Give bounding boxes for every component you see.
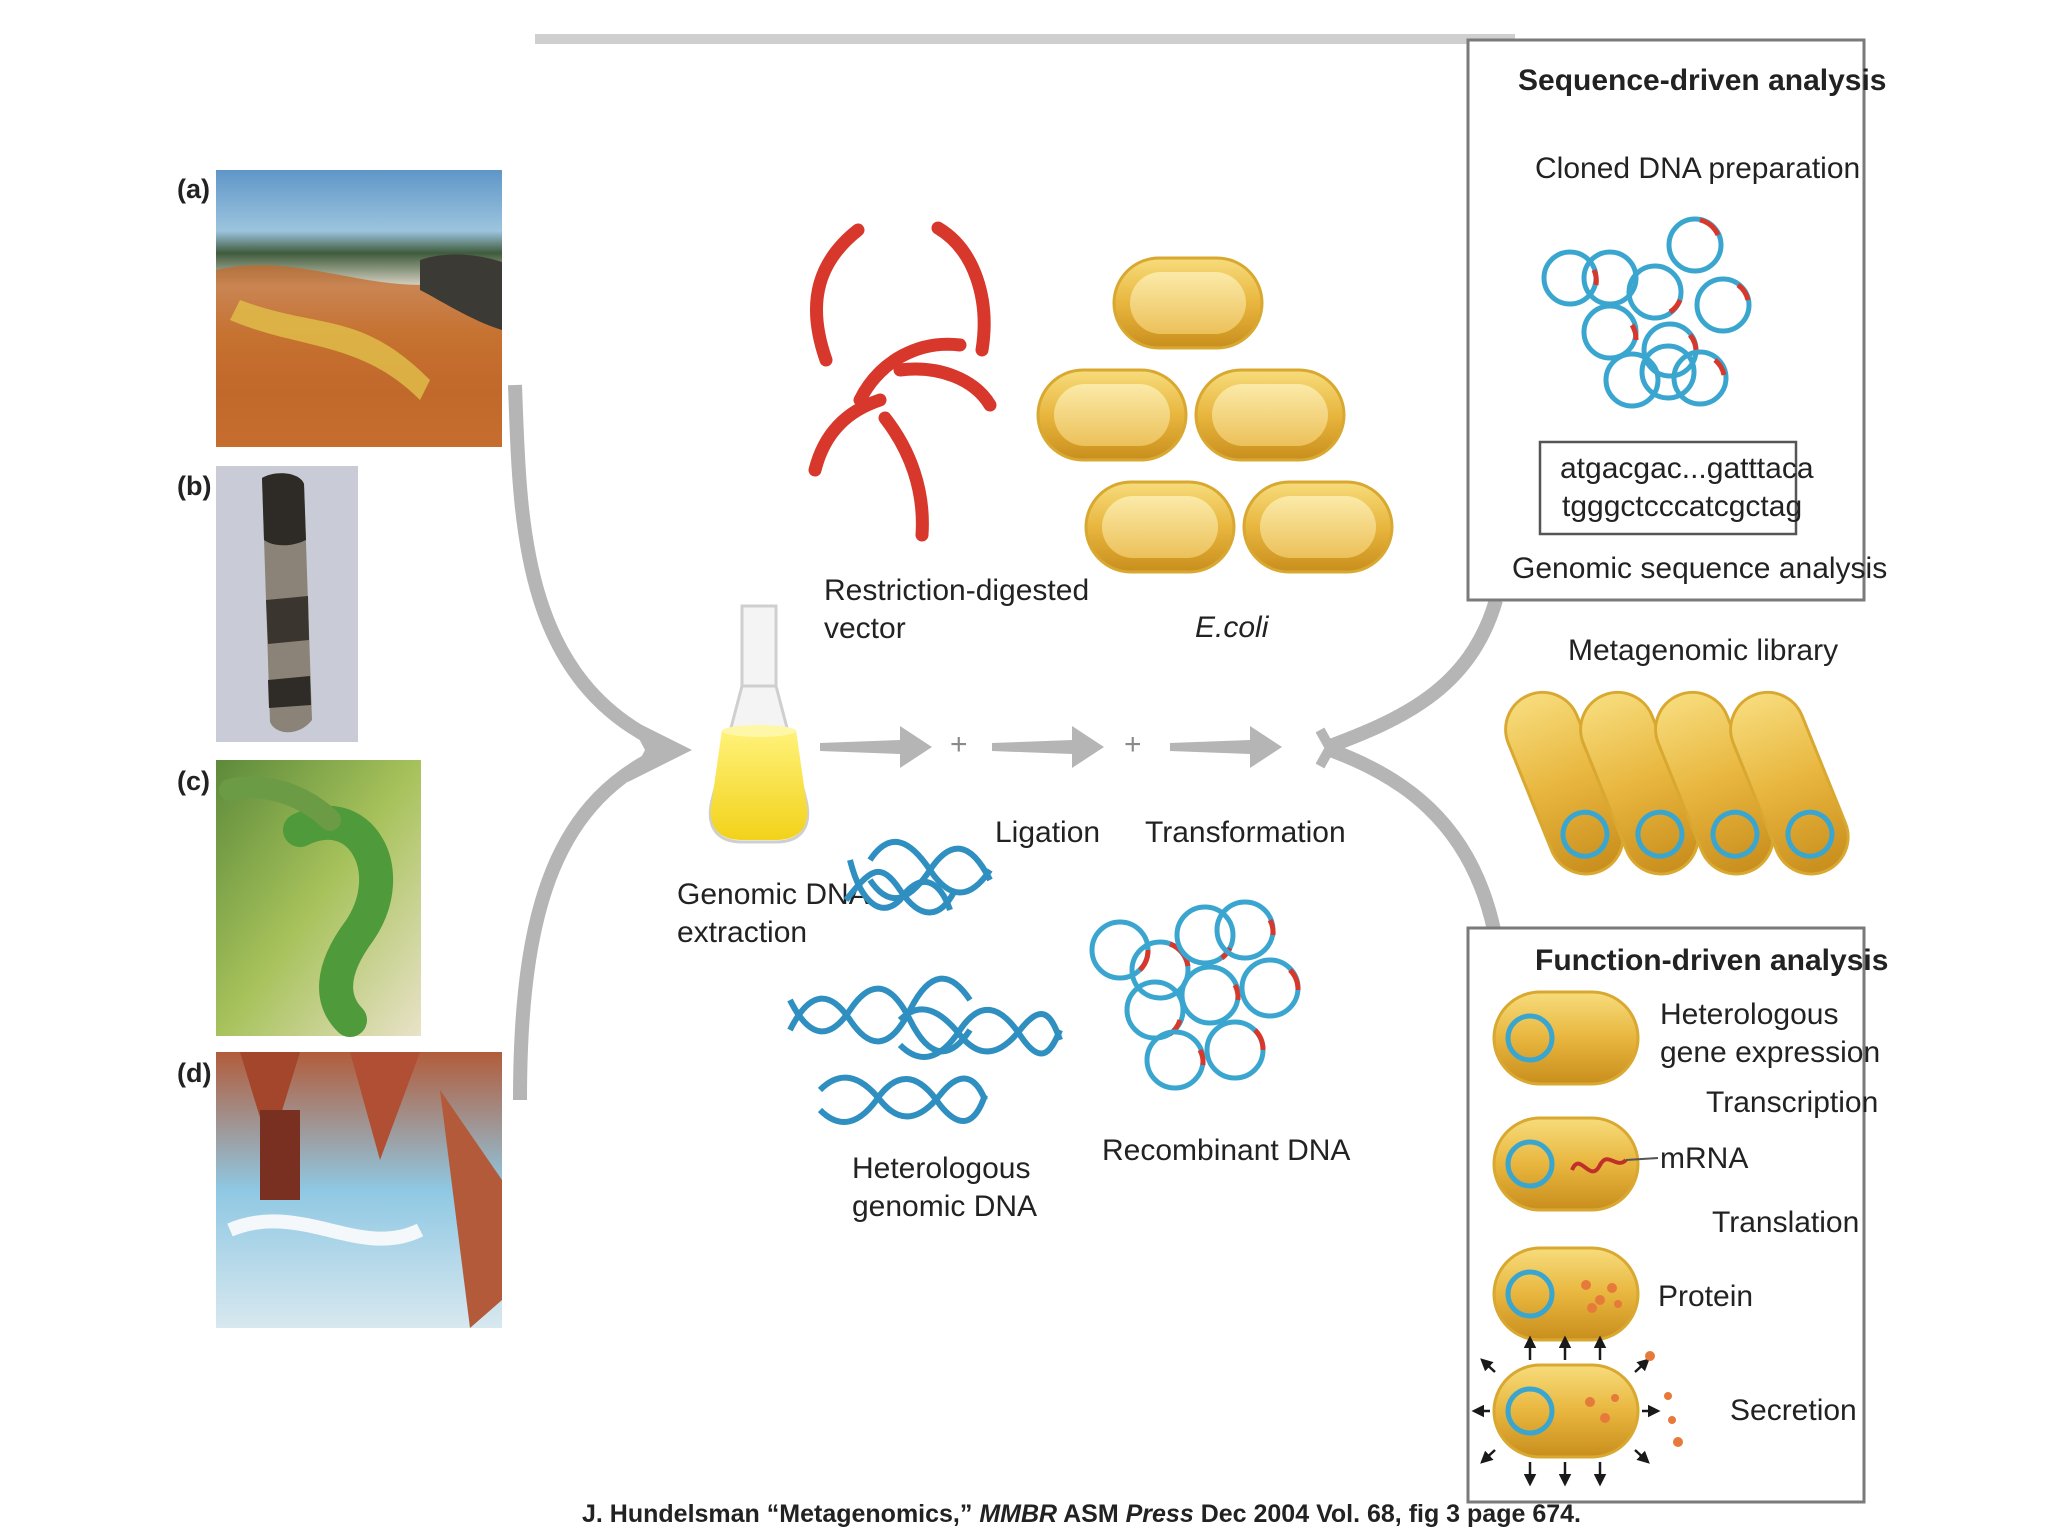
ecoli-cell: [1084, 480, 1236, 574]
expression-label-line2: gene expression: [1660, 1036, 1880, 1069]
sequence-readout-box: [1538, 440, 1798, 536]
process-arrows: [820, 726, 1282, 768]
function-box-title: Function-driven analysis: [1535, 944, 1888, 977]
mrna-cell: [1492, 1116, 1659, 1212]
sequence-box-subtitle: Cloned DNA preparation: [1535, 152, 1860, 185]
panel-letter-b: (b): [177, 471, 211, 501]
ecoli-cell: [1112, 256, 1264, 350]
panel-letter-c: (c): [177, 766, 210, 796]
citation-journal: MMBR: [979, 1500, 1057, 1528]
panel-b: (b): [177, 466, 358, 742]
extraction-label-line2: extraction: [677, 916, 807, 949]
process-arrow-3: [1170, 726, 1282, 768]
panel-letter-d: (d): [177, 1058, 211, 1088]
ligation-label: Ligation: [995, 816, 1100, 849]
citation-middle: ASM: [1057, 1500, 1126, 1528]
extraction-label-line1: Genomic DNA: [677, 878, 869, 911]
citation-prefix: J. Hundelsman “Metagenomics,”: [582, 1500, 979, 1528]
vector-label-line1: Restriction-digested: [824, 574, 1089, 607]
ecoli-cells: [1036, 256, 1394, 574]
library-label: Metagenomic library: [1568, 634, 1838, 667]
panel-a: (a): [177, 170, 502, 447]
ecoli-cell: [1036, 368, 1188, 462]
function-driven-box: Function-driven analysis Heterologous ge…: [1466, 926, 1888, 1504]
citation-press: Press: [1126, 1500, 1194, 1528]
diverging-arrows-right: [1315, 598, 1503, 932]
plus-sign-2: +: [1124, 728, 1142, 761]
protein-label: Protein: [1658, 1280, 1753, 1313]
arrow-head-to-flask: [628, 718, 692, 782]
ecoli-label: E.coli: [1195, 611, 1270, 644]
blurred-header: [535, 34, 1515, 44]
dna-helices: [787, 838, 1063, 1125]
sequence-line-1: atgacgac...gatttaca: [1560, 452, 1814, 485]
panel-letter-a: (a): [177, 174, 210, 204]
process-arrow-2: [992, 726, 1104, 768]
transcription-label: Transcription: [1706, 1086, 1878, 1119]
transformation-label: Transformation: [1145, 816, 1346, 849]
citation-suffix: Dec 2004 Vol. 68, fig 3 page 674.: [1194, 1500, 1581, 1528]
vector-label-line2: vector: [824, 612, 906, 645]
sequence-line-2: tgggctcccatcgctag: [1562, 490, 1802, 523]
expression-label-line1: Heterologous: [1660, 998, 1838, 1031]
secretion-label: Secretion: [1730, 1394, 1857, 1427]
plus-sign-1: +: [950, 728, 968, 761]
panel-c: (c): [177, 760, 421, 1037]
process-arrow-1: [820, 726, 932, 768]
citation: J. Hundelsman “Metagenomics,” MMBR ASM P…: [582, 1500, 1581, 1528]
panel-d: (d): [177, 1052, 502, 1328]
converging-arrows-left: [508, 384, 692, 1101]
expression-cell: [1492, 990, 1640, 1086]
sequence-driven-box: Sequence-driven analysis Cloned DNA prep…: [1466, 38, 1887, 602]
protein-cell: [1492, 1246, 1640, 1342]
ecoli-cell: [1194, 368, 1346, 462]
heterologous-dna-label-line2: genomic DNA: [852, 1190, 1037, 1223]
ecoli-cell: [1242, 480, 1394, 574]
heterologous-dna-label-line1: Heterologous: [852, 1152, 1030, 1185]
sequence-box-footer: Genomic sequence analysis: [1512, 552, 1887, 585]
secretion-cell: [1471, 1335, 1683, 1487]
translation-label: Translation: [1712, 1206, 1859, 1239]
vector-fragments: [808, 221, 997, 542]
metagenomic-library-cells: [1504, 690, 1850, 876]
recombinant-plasmids: [1089, 899, 1301, 1091]
sequence-box-title: Sequence-driven analysis: [1518, 64, 1887, 97]
cloned-plasmids: [1541, 216, 1752, 409]
flask-icon: [708, 604, 810, 844]
recombinant-dna-label: Recombinant DNA: [1102, 1134, 1350, 1167]
mrna-label: mRNA: [1660, 1142, 1748, 1175]
